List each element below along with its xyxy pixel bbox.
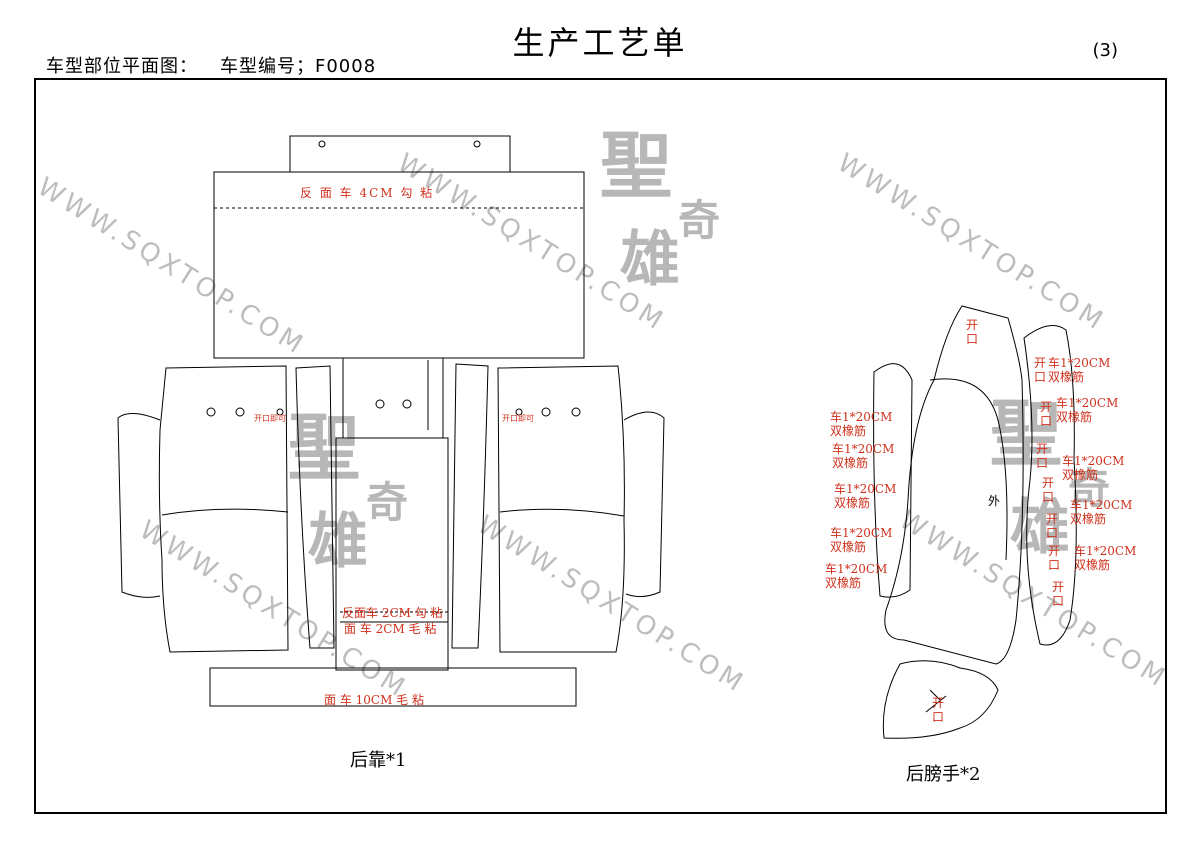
armrest-left-note-4: 车1*20CM 双橡筋 bbox=[830, 526, 893, 554]
header-left-labels: 车型部位平面图： 车型编号；F0008 bbox=[46, 52, 398, 78]
bottom-strip-note: 面 车 10CM 毛 粘 bbox=[324, 693, 424, 707]
hole-marker bbox=[473, 140, 481, 148]
page-title: 生产工艺单 bbox=[512, 24, 688, 62]
right-strip-piece bbox=[451, 363, 489, 649]
armrest-opening-r5: 开 口 bbox=[1046, 512, 1059, 540]
back-rest-caption: 后靠*1 bbox=[350, 750, 407, 771]
armrest-right-note-4: 车1*20CM 双橡筋 bbox=[1070, 498, 1133, 526]
hole-marker bbox=[571, 407, 581, 417]
right-seat-panel bbox=[497, 365, 625, 653]
armrest-right-note-1: 车1*20CM 双橡筋 bbox=[1048, 356, 1111, 384]
top-tab-piece bbox=[289, 135, 511, 172]
left-seat-panel bbox=[158, 365, 289, 653]
armrest-opening-r7: 开 口 bbox=[1052, 580, 1065, 608]
armrest-left-note-1: 车1*20CM 双橡筋 bbox=[830, 410, 893, 438]
armrest-left-note-2: 车1*20CM 双橡筋 bbox=[832, 442, 895, 470]
seam-line bbox=[499, 508, 625, 517]
armrest-opening-r3: 开 口 bbox=[1036, 442, 1049, 470]
hole-marker bbox=[375, 399, 385, 409]
armrest-left-note-3: 车1*20CM 双橡筋 bbox=[834, 482, 897, 510]
page-number: (3) bbox=[1092, 40, 1119, 61]
top-panel-note: 反 面 车 4CM 勾 粘 bbox=[300, 186, 435, 200]
armrest-opening-r6: 开 口 bbox=[1048, 544, 1061, 572]
hole-marker bbox=[515, 408, 523, 416]
right-wing-piece bbox=[623, 411, 665, 598]
center-note-2: 面 车 2CM 毛 粘 bbox=[344, 622, 437, 636]
armrest-main-piece bbox=[884, 305, 1024, 665]
bottom-strip-piece bbox=[209, 667, 577, 707]
armrest-opening-r2: 开 口 bbox=[1040, 400, 1053, 428]
center-lower-piece bbox=[335, 437, 449, 671]
hole-marker bbox=[206, 407, 216, 417]
armrest-left-piece bbox=[873, 363, 913, 598]
model-plan-label: 车型部位平面图： bbox=[46, 56, 198, 77]
left-wing-piece bbox=[117, 413, 161, 598]
armrest-right-piece bbox=[1023, 325, 1077, 646]
right-opening-note: 开口即可 bbox=[502, 414, 534, 423]
armrest-outer-label: 外 bbox=[988, 494, 1001, 508]
watermark-logo-2: 聖 奇 雄 bbox=[288, 412, 428, 612]
logo-char-2: 奇 bbox=[366, 478, 409, 527]
model-number-label: 车型编号；F0008 bbox=[220, 56, 377, 77]
armrest-caption: 后膀手*2 bbox=[906, 764, 981, 785]
left-opening-note: 开口即可 bbox=[254, 414, 286, 423]
watermark-logo-1: 聖 奇 雄 bbox=[600, 130, 740, 330]
center-note-1: 反面车 2CM 勾 粘 bbox=[342, 606, 443, 620]
armrest-opening-top: 开 口 bbox=[966, 318, 979, 346]
armrest-bottom-piece bbox=[882, 660, 999, 739]
armrest-right-note-3: 车1*20CM 双橡筋 bbox=[1062, 454, 1125, 482]
hole-marker bbox=[235, 407, 245, 417]
seam-line bbox=[925, 689, 947, 713]
armrest-right-note-5: 车1*20CM 双橡筋 bbox=[1074, 544, 1137, 572]
logo-char-2: 奇 bbox=[678, 196, 721, 245]
logo-char-1: 聖 bbox=[600, 123, 673, 208]
hole-marker bbox=[402, 399, 412, 409]
drawing-frame bbox=[34, 78, 1167, 814]
armrest-left-note-5: 车1*20CM 双橡筋 bbox=[825, 562, 888, 590]
armrest-opening-bottom: 开 口 bbox=[932, 696, 945, 724]
armrest-opening-r4: 开 口 bbox=[1042, 476, 1055, 504]
logo-char-3: 雄 bbox=[1010, 493, 1070, 563]
seam-line bbox=[929, 378, 1008, 561]
armrest-opening-r1: 开 口 bbox=[1034, 356, 1047, 384]
left-strip-piece bbox=[295, 365, 335, 649]
logo-char-1: 聖 bbox=[990, 391, 1063, 476]
hole-marker bbox=[318, 140, 326, 148]
hole-marker bbox=[276, 408, 284, 416]
logo-char-3: 雄 bbox=[620, 225, 680, 295]
hole-marker bbox=[541, 407, 551, 417]
logo-char-3: 雄 bbox=[308, 507, 368, 577]
seam-line bbox=[161, 508, 289, 516]
armrest-right-note-2: 车1*20CM 双橡筋 bbox=[1056, 396, 1119, 424]
